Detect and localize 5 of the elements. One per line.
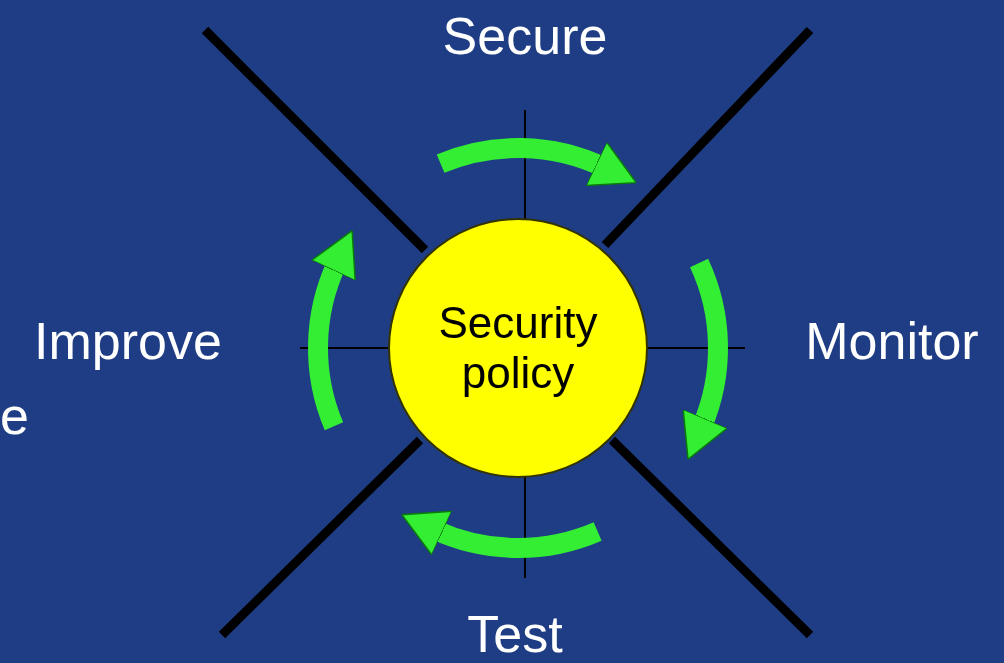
text-fragment: e [0, 386, 29, 447]
stage-label: Improve [8, 310, 248, 372]
stage-label: Monitor [782, 310, 1002, 372]
stage-label: Test [425, 603, 605, 663]
stage-label: Secure [415, 5, 635, 67]
